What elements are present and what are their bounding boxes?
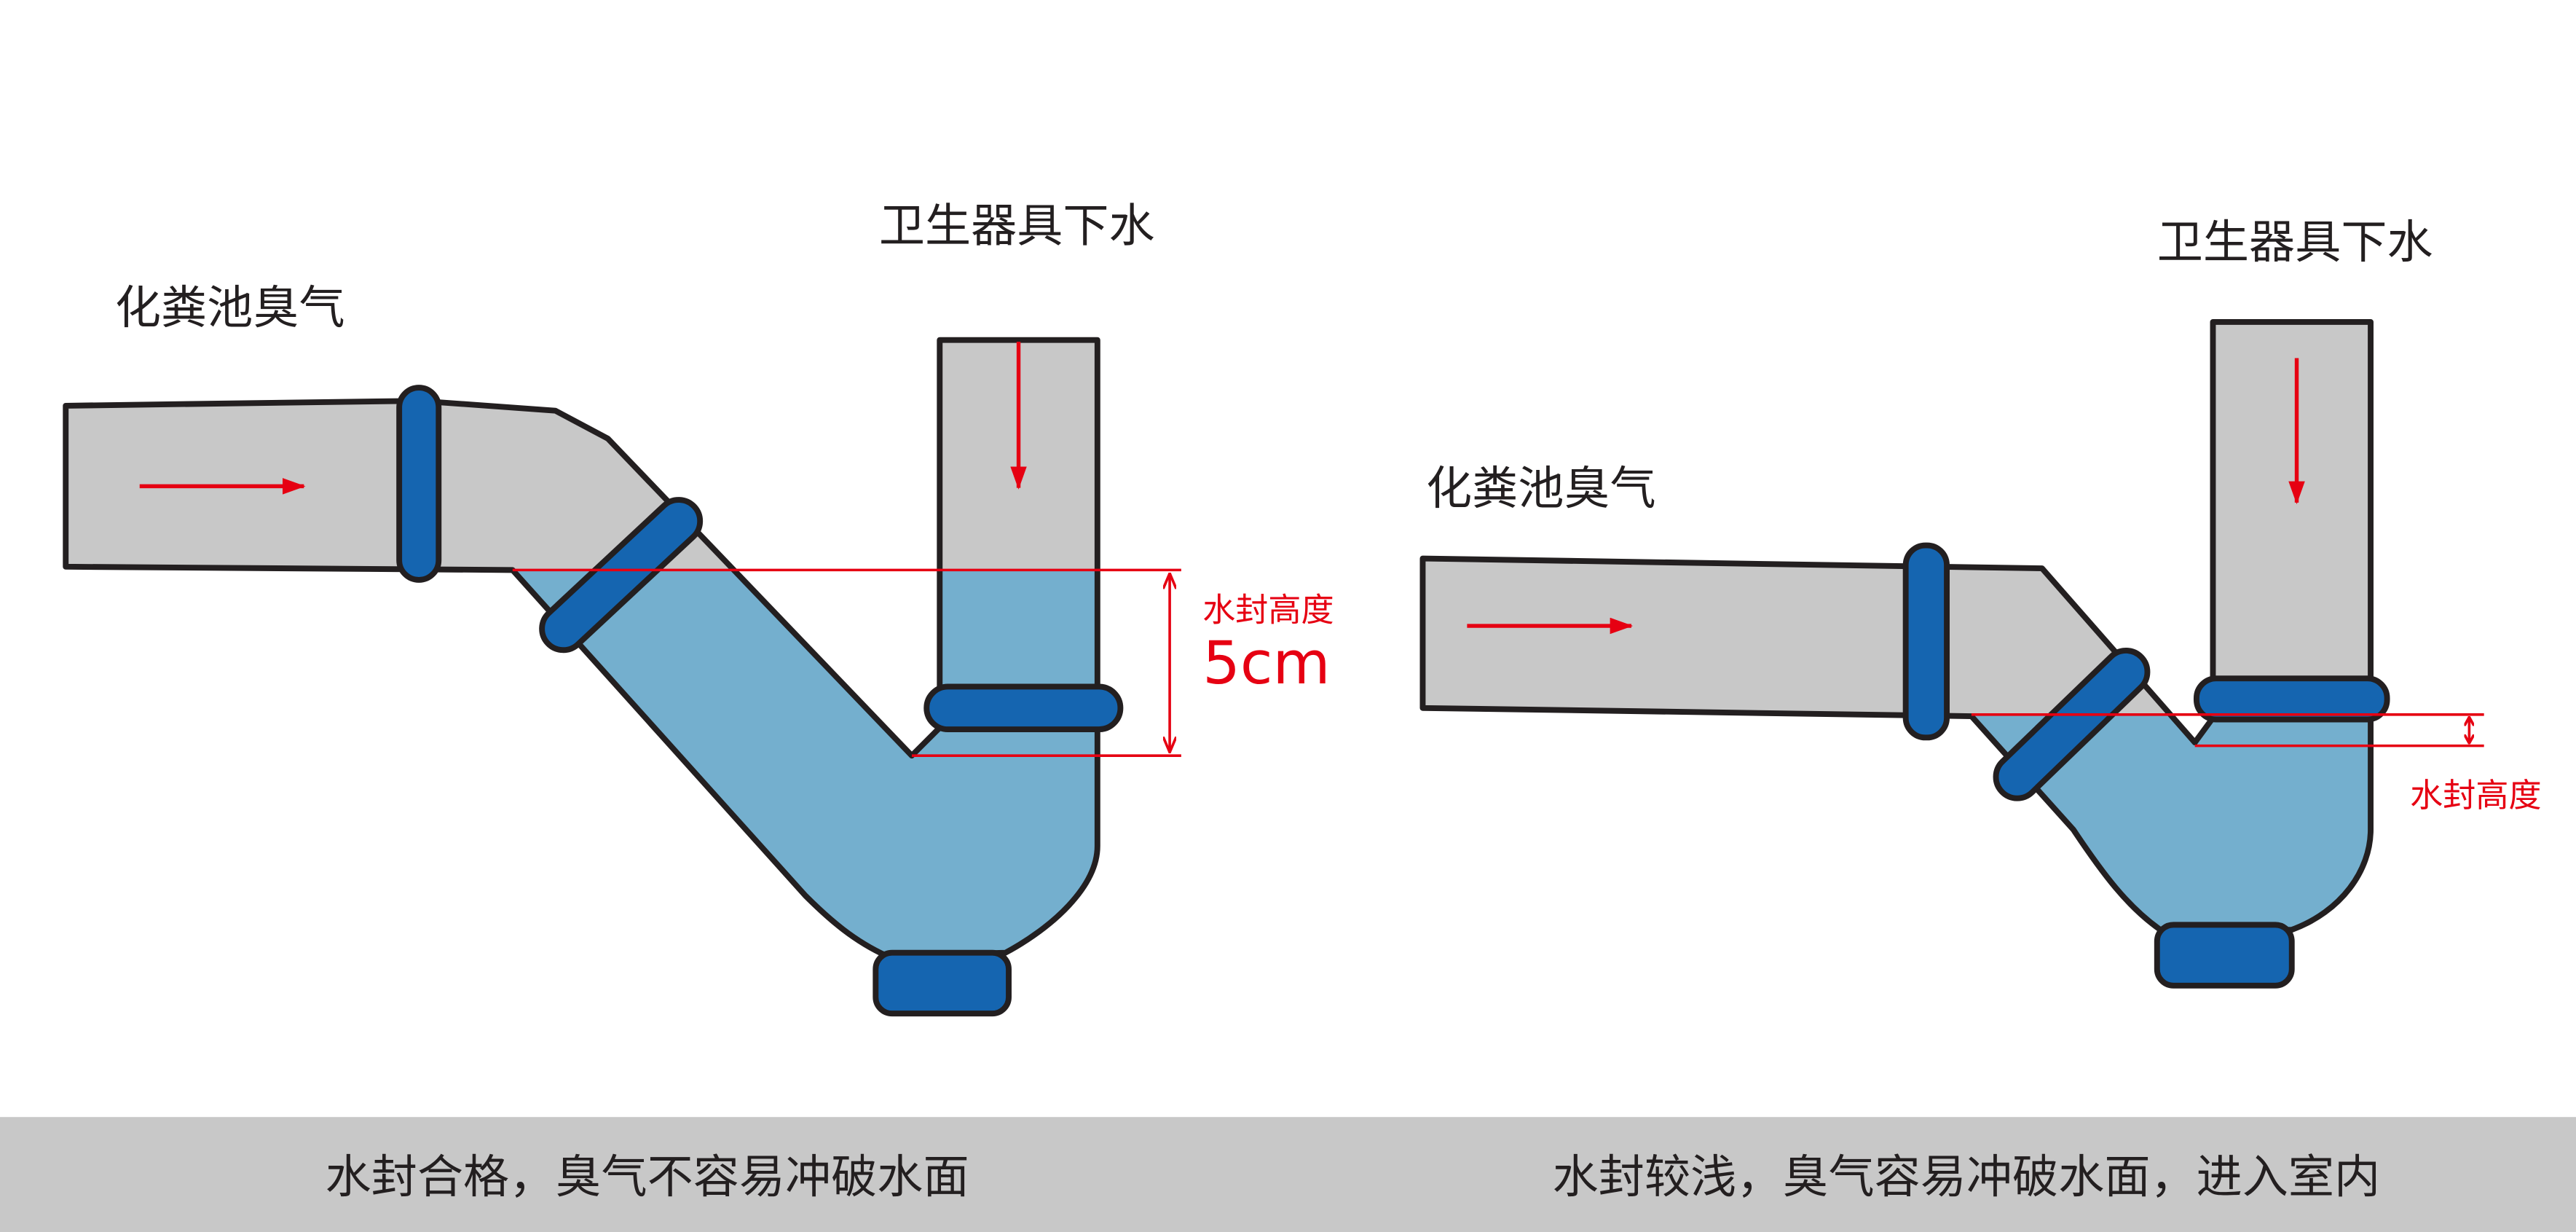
- left-coupling-bottom-cap: [873, 949, 1012, 1017]
- right-coupling-diagonal: [1993, 648, 2151, 801]
- right-water-seal: [1971, 714, 2371, 930]
- right-drain-label: 卫生器具下水: [2157, 215, 2433, 269]
- left-drain-label: 卫生器具下水: [879, 198, 1155, 252]
- left-seal-label: 水封高度: [1202, 590, 1334, 629]
- left-pipe-outline: [63, 337, 1100, 960]
- right-coupling-bottom-cap: [2154, 922, 2295, 989]
- right-coupling-horizontal-pipe: [1902, 542, 1950, 741]
- caption-bar: 水封合格，臭气不容易冲破水面 水封较浅，臭气容易冲破水面，进入室内: [0, 1117, 2576, 1232]
- right-pipe-outline: [1419, 318, 2374, 933]
- left-coupling-vertical-pipe: [923, 683, 1124, 733]
- left-seal-height-value: 5cm: [1202, 629, 1330, 698]
- right-panel: 化粪池臭气 卫生器具下水 水封高度: [1419, 215, 2542, 989]
- right-caption: 水封较浅，臭气容易冲破水面，进入室内: [1553, 1150, 2381, 1204]
- left-panel: 化粪池臭气 卫生器具下水 水封高度 5cm: [63, 198, 1334, 1017]
- right-seal-label: 水封高度: [2410, 776, 2541, 815]
- caption-bar-background: [0, 1117, 2576, 1232]
- left-gas-label: 化粪池臭气: [115, 280, 345, 334]
- left-water-seal: [512, 570, 1098, 957]
- left-coupling-diagonal: [539, 497, 704, 654]
- left-coupling-horizontal-pipe: [396, 385, 442, 583]
- right-gas-label: 化粪池臭气: [1426, 461, 1656, 515]
- right-coupling-vertical-pipe: [2193, 675, 2390, 723]
- left-caption: 水封合格，臭气不容易冲破水面: [326, 1150, 969, 1204]
